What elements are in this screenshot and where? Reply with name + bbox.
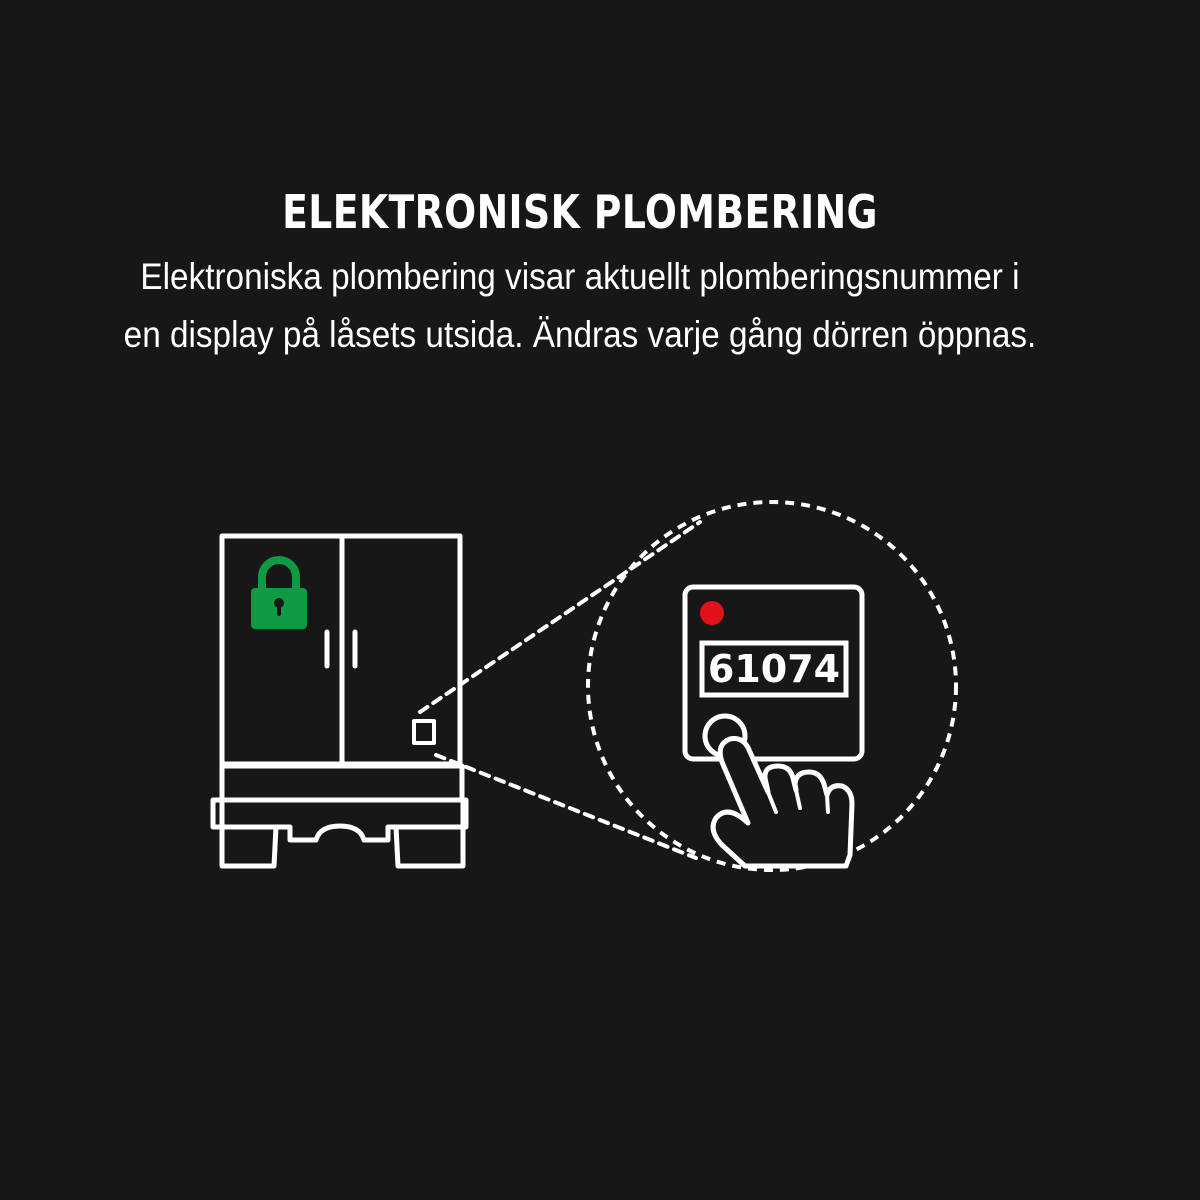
door-display-box [412, 719, 436, 745]
axle [273, 823, 399, 843]
number-display [699, 640, 849, 698]
status-indicator [700, 601, 724, 625]
padlock-icon [251, 556, 307, 629]
device-body [682, 584, 865, 762]
wheel-left [210, 797, 279, 869]
page-title: ELEKTRONISK PLOMBERING [282, 185, 878, 239]
wheel-right [393, 797, 469, 869]
seal-device: 61074 [682, 584, 865, 762]
seal-number: 61074 [708, 647, 840, 691]
description: Elektroniska plombering visar aktuellt p… [94, 248, 1066, 364]
bumper [219, 763, 465, 803]
magnifier-circle [586, 500, 958, 872]
pointing-hand-icon [710, 736, 855, 869]
description-line-2: en display på låsets utsida. Ändras varj… [123, 314, 1037, 355]
description-line-1: Elektroniska plombering visar aktuellt p… [140, 256, 1020, 297]
truck-rear-icon [210, 533, 469, 869]
zoom-lines [418, 520, 702, 860]
